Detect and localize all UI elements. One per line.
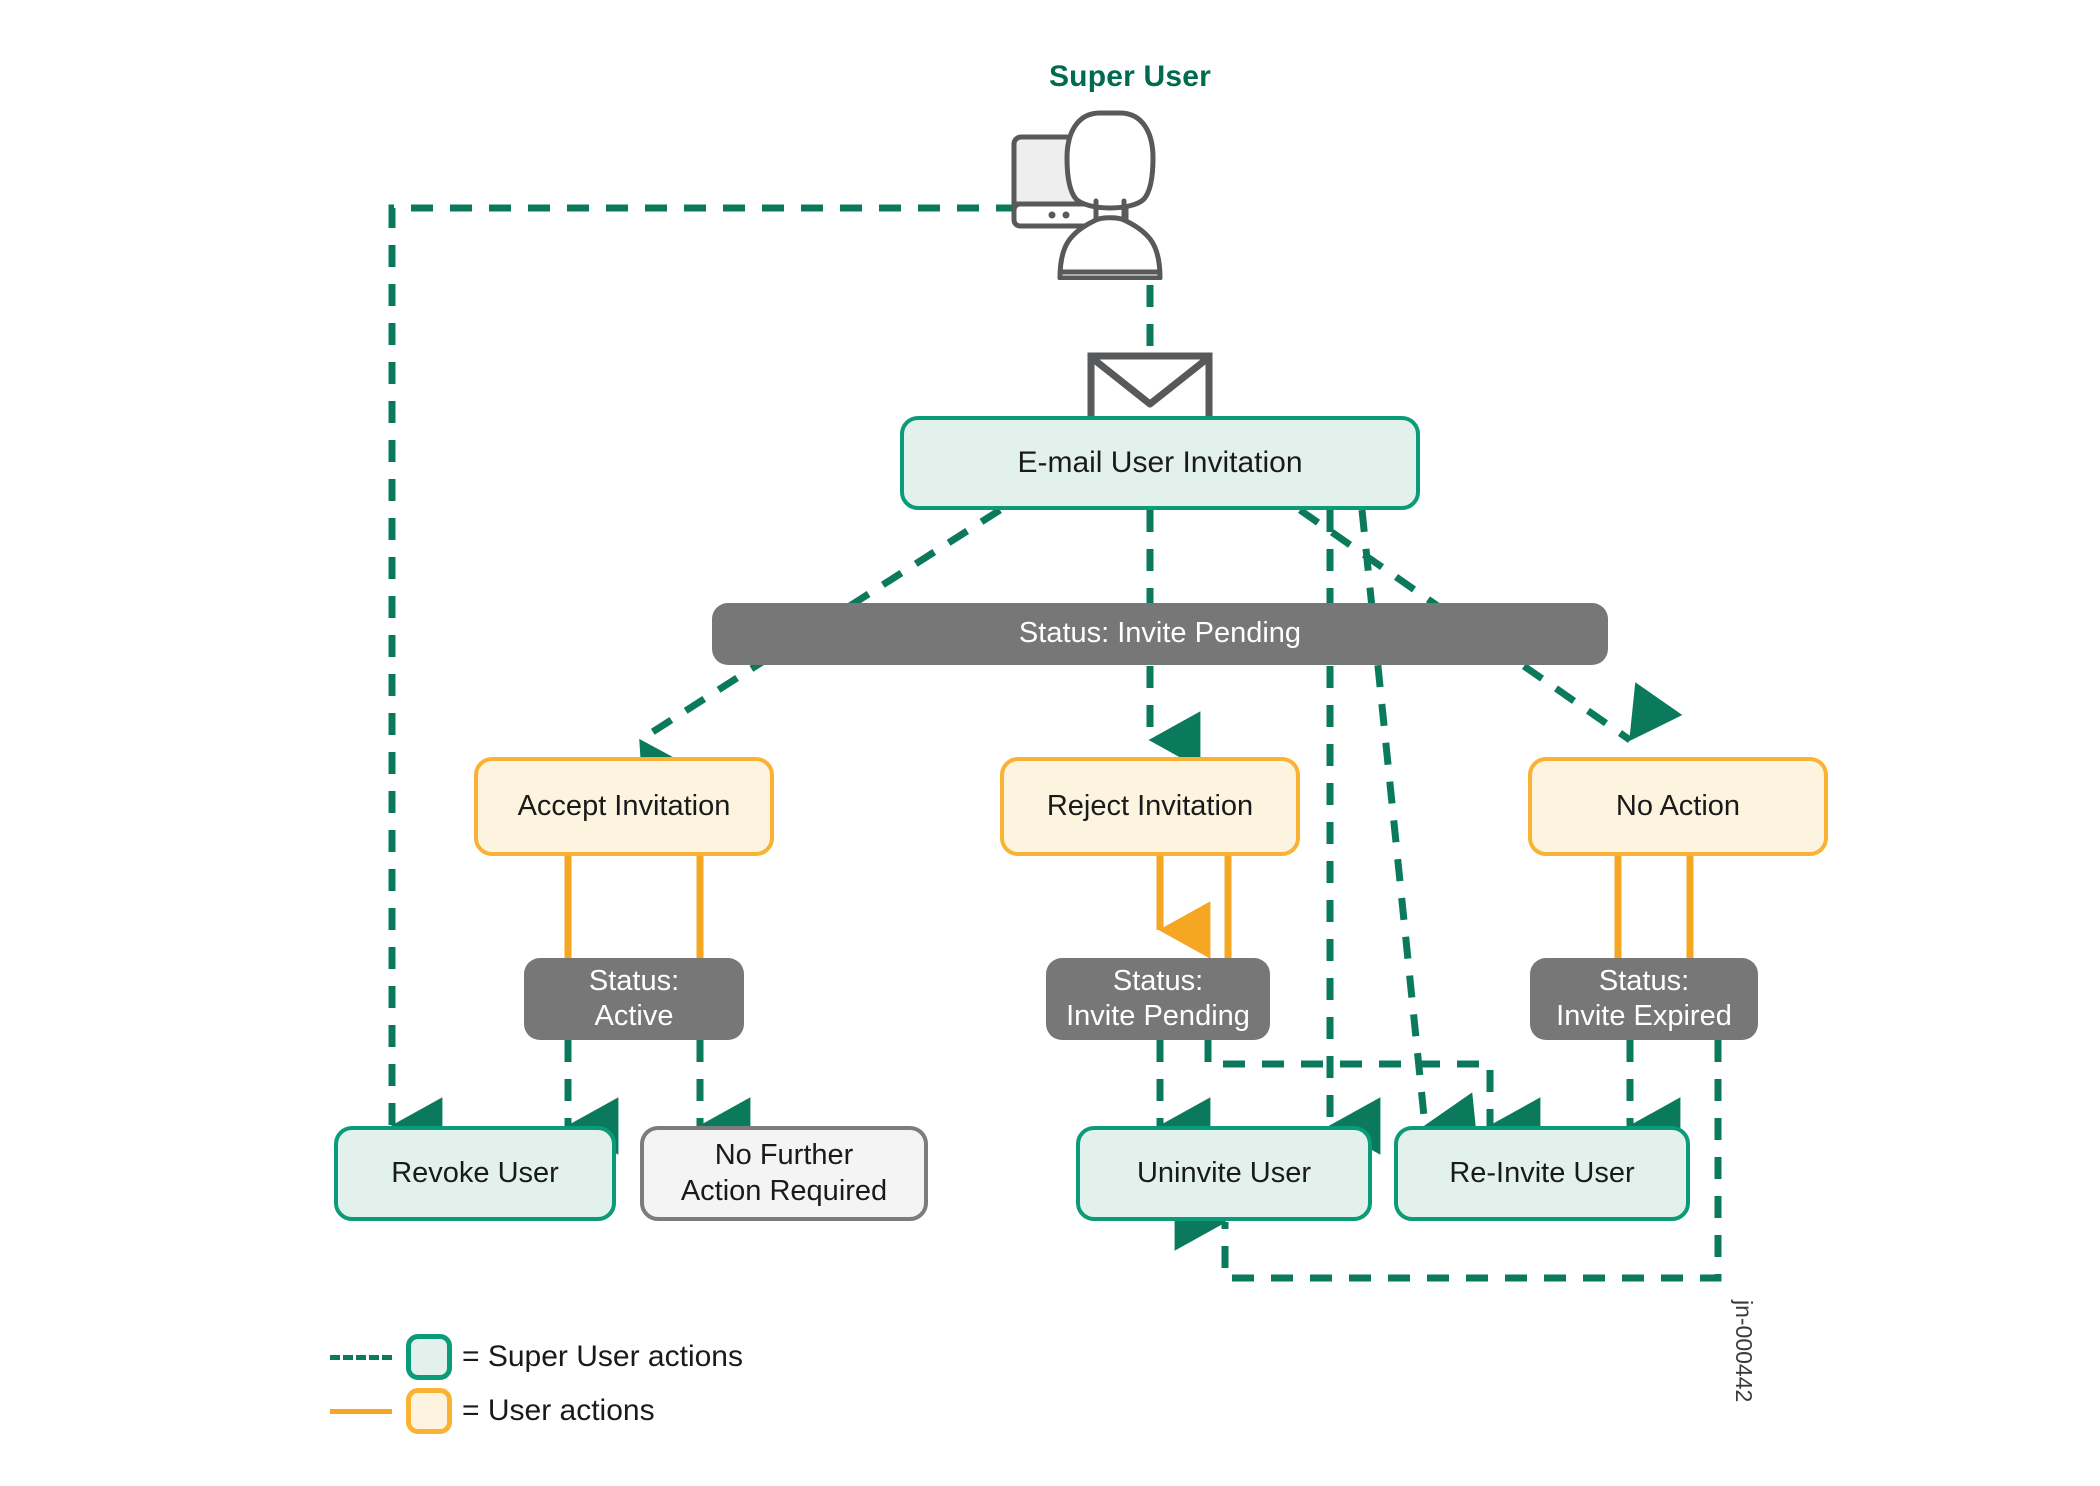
node-reinvite-user[interactable]: Re-Invite User xyxy=(1394,1126,1690,1221)
status-label-line1: Status: xyxy=(588,964,680,997)
legend-dashed-line-icon xyxy=(330,1354,392,1360)
node-label-line2: Action Required xyxy=(680,1174,888,1207)
node-label: Accept Invitation xyxy=(517,789,731,822)
status-label-line2: Invite Expired xyxy=(1556,1000,1732,1032)
legend-solid-line-icon xyxy=(330,1408,392,1414)
legend-item-super-user-actions: = Super User actions xyxy=(330,1330,850,1384)
node-label: Reject Invitation xyxy=(1046,789,1254,822)
node-label: E-mail User Invitation xyxy=(1017,445,1303,479)
page-title: Super User xyxy=(1048,60,1212,93)
legend: = Super User actions = User actions xyxy=(330,1330,850,1438)
node-revoke-user[interactable]: Revoke User xyxy=(334,1126,616,1221)
status-invite-pending-rejected: Status: Invite Pending xyxy=(1046,958,1270,1040)
edge-pending-to-reinvite xyxy=(1204,1040,1541,1155)
status-label: Status: Invite Pending xyxy=(1018,617,1302,650)
node-no-further-action-required: No Further Action Required xyxy=(640,1126,928,1221)
status-label-line2: Active xyxy=(594,1000,674,1032)
legend-item-user-actions: = User actions xyxy=(330,1384,850,1438)
node-uninvite-user[interactable]: Uninvite User xyxy=(1076,1126,1372,1221)
status-invite-expired: Status: Invite Expired xyxy=(1530,958,1758,1040)
node-label-line1: No Further xyxy=(714,1139,854,1172)
status-label-line1: Status: xyxy=(1112,964,1204,997)
figure-reference-code: jn-000442 xyxy=(1731,1300,1757,1403)
status-active: Status: Active xyxy=(524,958,744,1040)
node-label: Revoke User xyxy=(391,1156,559,1189)
legend-label: = Super User actions xyxy=(462,1340,743,1373)
legend-green-box-icon xyxy=(406,1334,452,1380)
node-no-action[interactable]: No Action xyxy=(1528,757,1828,856)
node-label: Re-Invite User xyxy=(1449,1156,1635,1189)
status-label-line2: Invite Pending xyxy=(1066,1000,1250,1032)
status-invite-pending-main: Status: Invite Pending xyxy=(712,603,1608,665)
status-label-line1: Status: xyxy=(1598,964,1690,997)
node-email-user-invitation[interactable]: E-mail User Invitation xyxy=(900,416,1420,510)
legend-label: = User actions xyxy=(462,1394,655,1427)
node-label: Uninvite User xyxy=(1136,1156,1312,1189)
node-accept-invitation[interactable]: Accept Invitation xyxy=(474,757,774,856)
node-reject-invitation[interactable]: Reject Invitation xyxy=(1000,757,1300,856)
legend-orange-box-icon xyxy=(406,1388,452,1434)
node-label: No Action xyxy=(1615,789,1741,822)
super-user-person-monitor-icon xyxy=(1010,100,1250,281)
